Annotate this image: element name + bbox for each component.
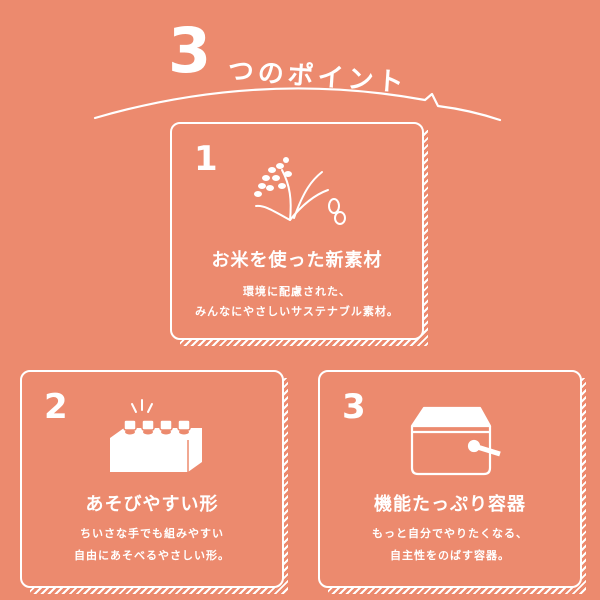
point-desc-1-line2: みんなにやさしいサステナブル素材。 [195, 305, 399, 318]
headline: 3 つのポイント [0, 0, 600, 130]
point-title-1: お米を使った新素材 [211, 250, 383, 271]
point-title-2: あそびやすい形 [85, 494, 219, 515]
point-desc-2-line2: 自由にあそべるやさしい形。 [74, 549, 230, 562]
point-card-2: 2 あそびやすい形 ちいさな手でも組みやすい 自由にあそべるやさしい形。 [20, 370, 284, 588]
point-desc-3-line2: 自主性をのばす容器。 [390, 549, 510, 562]
point-card-1: 1 お米を使った新素材 環境に配慮された、 みんなにやさしいサステナブル素材。 [170, 122, 424, 340]
point-title-3: 機能たっぷり容器 [374, 494, 526, 515]
rice-plant-icon [254, 157, 346, 225]
point-number-1: 1 [194, 139, 218, 179]
point-desc-2-line1: ちいさな手でも組みやすい [80, 527, 224, 540]
point-number-3: 3 [342, 387, 366, 427]
point-desc-3-line1: もっと自分でやりたくなる、 [372, 527, 528, 540]
headline-number: 3 [168, 14, 212, 87]
storage-box-icon [410, 406, 501, 476]
headline-arc-divider [93, 87, 502, 122]
point-card-3: 3 機能たっぷり容器 もっと自分でやりたくなる、 自主性をのばす容器。 [318, 370, 582, 588]
building-block-icon [110, 399, 202, 472]
point-number-2: 2 [44, 387, 68, 427]
point-desc-1-line1: 環境に配慮された、 [243, 285, 351, 298]
